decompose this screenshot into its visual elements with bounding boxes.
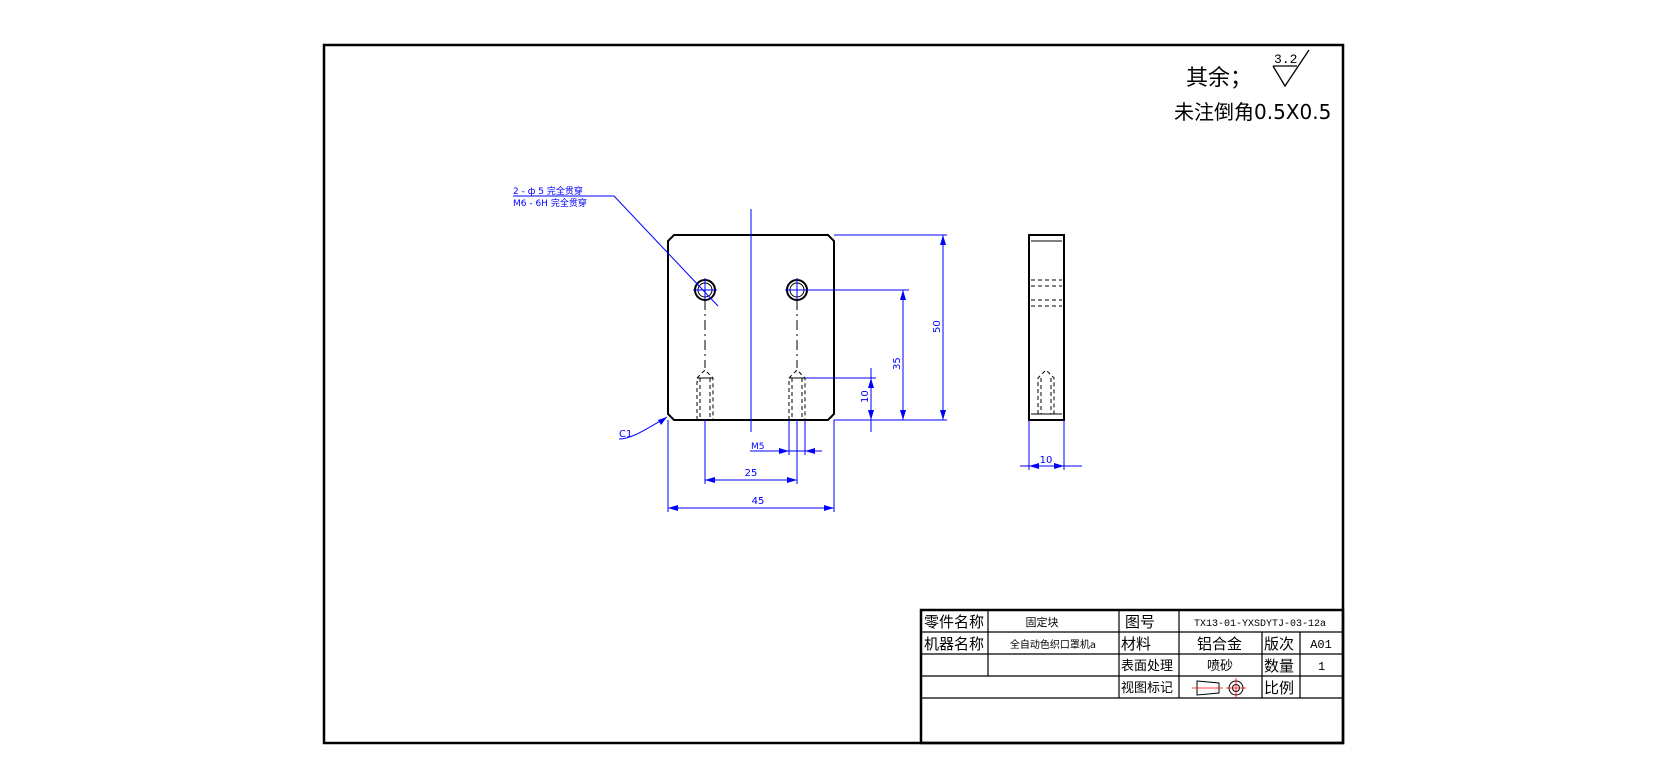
title-block bbox=[919, 608, 1345, 745]
part-name-label: 零件名称 bbox=[924, 613, 984, 631]
chamfer-note: 未注倒角0.5X0.5 bbox=[1174, 100, 1331, 124]
general-notes: 其余； 3.2 未注倒角0.5X0.5 bbox=[1174, 49, 1331, 124]
roughness-prefix: 其余； bbox=[1186, 66, 1252, 91]
revision-value: A01 bbox=[1310, 638, 1332, 652]
left-through-hole bbox=[693, 278, 717, 368]
side-view: 10 bbox=[1020, 234, 1082, 470]
dim-hole-height-label: 35 bbox=[892, 357, 903, 370]
quantity-value: 1 bbox=[1318, 660, 1325, 674]
hole-callout-line1: 2 - ф 5 完全贯穿 bbox=[513, 185, 583, 197]
surface-label: 表面处理 bbox=[1121, 659, 1173, 674]
revision-label: 版次 bbox=[1264, 635, 1294, 653]
dim-thread-depth-label: 10 bbox=[860, 390, 871, 403]
drawing-frame bbox=[322, 43, 1345, 745]
drawing-no-value: TX13-01-YXSDYTJ-03-12a bbox=[1194, 619, 1326, 630]
left-tapped-hole bbox=[696, 369, 714, 420]
surface-value: 喷砂 bbox=[1207, 659, 1233, 674]
dim-hole-height: 35 bbox=[807, 289, 909, 420]
dim-thread-size-label: M5 bbox=[751, 442, 765, 452]
chamfer-label: C1 bbox=[619, 429, 632, 440]
machine-name-label: 机器名称 bbox=[924, 635, 984, 653]
drawing-no-label: 图号 bbox=[1125, 613, 1155, 631]
dim-hole-spacing: 25 bbox=[704, 420, 798, 484]
front-view: 2 - ф 5 完全贯穿 M6 - 6H 完全贯穿 C1 50 35 bbox=[513, 185, 947, 512]
part-name-value: 固定块 bbox=[1026, 615, 1059, 629]
hole-callout-line2: M6 - 6H 完全贯穿 bbox=[513, 197, 587, 209]
roughness-symbol-icon bbox=[1272, 49, 1310, 88]
material-label: 材料 bbox=[1121, 635, 1151, 653]
front-view-outline bbox=[667, 234, 835, 421]
scale-label: 比例 bbox=[1264, 679, 1294, 697]
dim-hole-spacing-label: 25 bbox=[745, 468, 758, 479]
dim-thread-size: M5 bbox=[750, 420, 822, 455]
hole-callout: 2 - ф 5 完全贯穿 M6 - 6H 完全贯穿 bbox=[513, 185, 719, 307]
projection-symbol-icon bbox=[1192, 678, 1246, 698]
side-view-outline bbox=[1028, 234, 1065, 421]
dim-thread-depth: 10 bbox=[805, 368, 876, 432]
right-tapped-hole bbox=[788, 369, 806, 420]
dim-height-total-label: 50 bbox=[932, 320, 943, 333]
material-value: 铝合金 bbox=[1197, 635, 1242, 653]
machine-name-value: 全自动色织口罩机a bbox=[1010, 638, 1096, 651]
dim-side-thickness-label: 10 bbox=[1040, 455, 1053, 466]
dim-side-thickness: 10 bbox=[1020, 420, 1082, 470]
right-through-hole bbox=[785, 278, 809, 368]
roughness-value: 3.2 bbox=[1274, 52, 1297, 67]
title-block-text: 零件名称 固定块 图号 TX13-01-YXSDYTJ-03-12a 机器名称 … bbox=[924, 613, 1332, 698]
quantity-label: 数量 bbox=[1264, 657, 1294, 675]
chamfer-callout: C1 bbox=[618, 416, 668, 440]
view-mark-label: 视图标记 bbox=[1121, 681, 1173, 696]
dim-height-total: 50 bbox=[834, 234, 947, 421]
dim-width-total-label: 45 bbox=[752, 496, 765, 507]
dim-width-total: 45 bbox=[667, 420, 835, 512]
